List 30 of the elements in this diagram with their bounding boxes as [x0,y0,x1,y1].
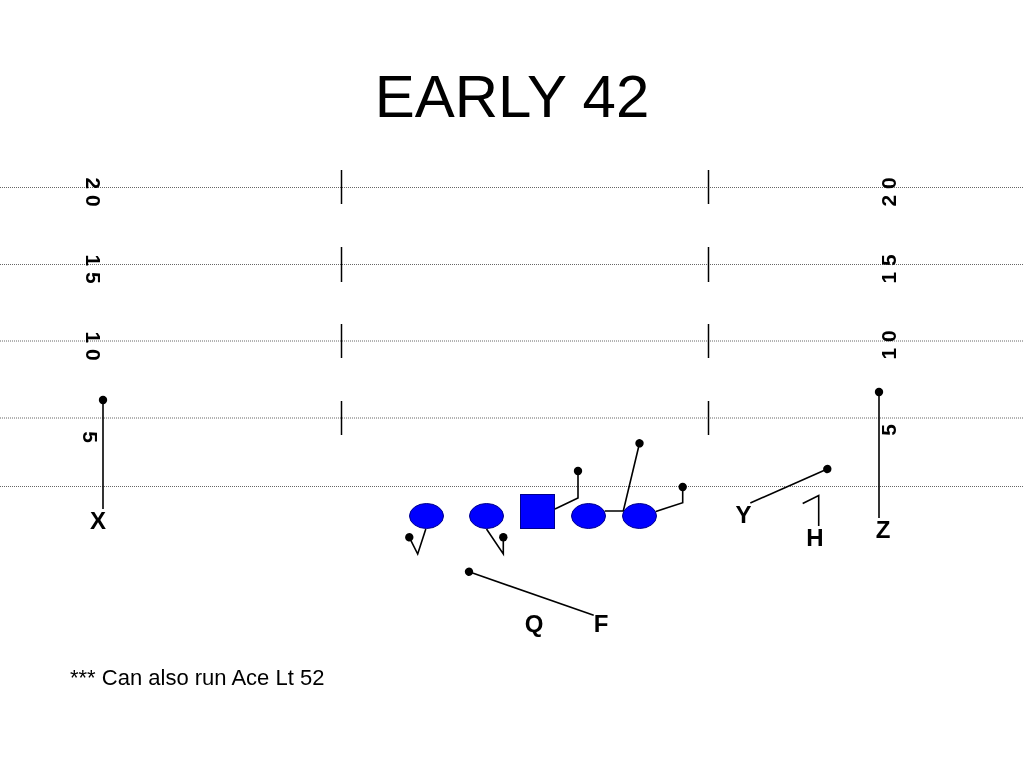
position-letter: H [806,526,824,550]
route-line [98,395,108,510]
lineman-oval [571,503,606,529]
yard-number: 1 0 [84,331,101,361]
route-line [554,466,583,510]
position-letter: Y [735,503,752,527]
lineman-oval [409,503,444,529]
position-letter: X [90,509,106,533]
yard-number: 1 0 [880,330,897,360]
route-line [655,482,687,513]
yard-number: 5 [81,431,98,443]
lineman-oval [469,503,504,529]
yard-number: 2 0 [880,176,897,207]
position-letter: Z [875,518,891,542]
route-line [874,387,884,519]
yard-number: 1 5 [880,253,897,284]
yard-number: 2 0 [84,176,101,207]
lineman-oval [622,503,657,529]
yard-number: 5 [880,424,897,436]
position-letter: F [593,612,609,636]
note-text: *** Can also run Ace Lt 52 [70,667,325,689]
center-square [520,494,555,529]
route-line [749,464,832,504]
yard-number: 1 5 [84,254,101,284]
position-letter: Q [524,612,544,636]
route-line [464,567,595,617]
route-line [603,439,644,512]
title: EARLY 42 [374,67,650,127]
route-line [801,494,820,527]
route-line [485,528,508,557]
